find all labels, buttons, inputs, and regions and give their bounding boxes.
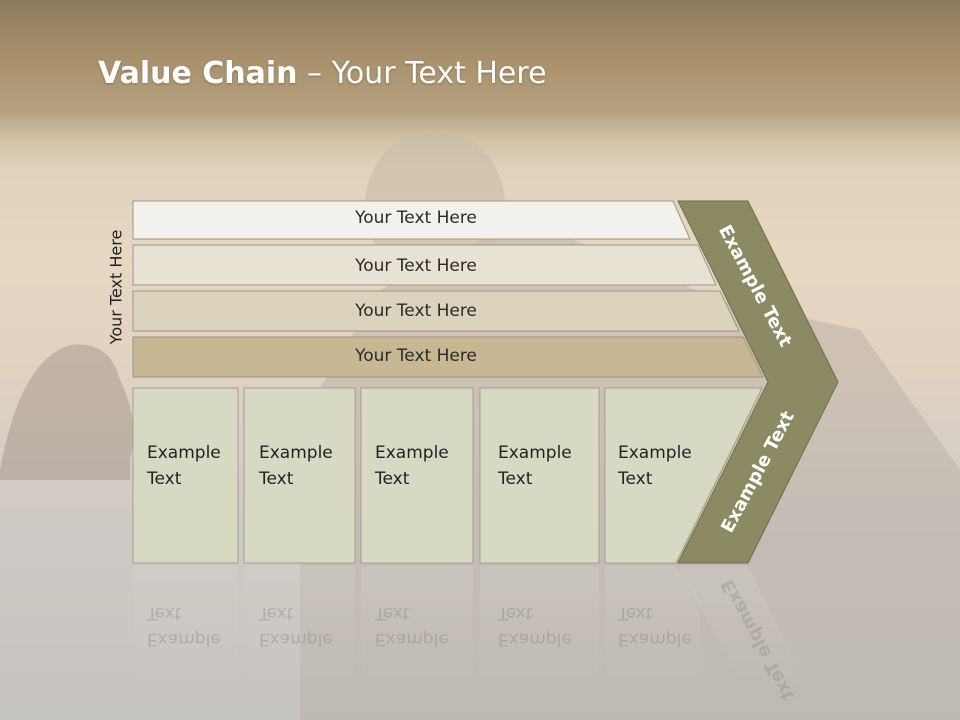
- title-rest: – Your Text Here: [297, 56, 547, 91]
- column-text-line2: Text: [259, 469, 294, 489]
- reflection-line1: Example: [259, 629, 333, 649]
- column-text-line1: Example: [259, 443, 333, 463]
- column-text-line2: Text: [375, 469, 410, 489]
- chevron-arrow: [677, 200, 839, 564]
- column-text-line1: Example: [375, 443, 449, 463]
- primary-column-4: [479, 387, 600, 564]
- title-bold: Value Chain: [98, 56, 298, 91]
- support-bar-3: [132, 290, 740, 332]
- column-text-line1: Example: [498, 443, 572, 463]
- reflection-line2: Text: [147, 603, 182, 623]
- primary-column-2: [243, 387, 356, 564]
- column-reflection-1: Example Text: [147, 600, 221, 652]
- reflection-line2: Text: [375, 603, 410, 623]
- column-text-line2: Text: [618, 469, 653, 489]
- column-reflection-2: Example Text: [259, 600, 333, 652]
- reflection-line1: Example: [618, 629, 692, 649]
- column-reflection-3: Example Text: [375, 600, 449, 652]
- primary-column-3: [360, 387, 474, 564]
- column-text-line2: Text: [498, 469, 533, 489]
- bar-label-2: Your Text Here: [355, 256, 477, 276]
- column-reflection-4: Example Text: [498, 600, 572, 652]
- support-bar-4: [132, 336, 764, 378]
- column-text-line1: Example: [618, 443, 692, 463]
- bar-label-1: Your Text Here: [355, 208, 477, 228]
- support-bar-1: [132, 200, 691, 240]
- primary-column-1: [132, 387, 239, 564]
- primary-column-5: [604, 387, 763, 564]
- reflection-line2: Text: [618, 603, 653, 623]
- reflection-line1: Example: [375, 629, 449, 649]
- column-reflection-5: Example Text: [618, 600, 692, 652]
- reflection-line2: Text: [259, 603, 294, 623]
- bar-label-3: Your Text Here: [355, 301, 477, 321]
- tree-silhouette: [0, 344, 134, 480]
- reflection-line1: Example: [147, 629, 221, 649]
- support-bar-2: [132, 244, 717, 286]
- bar-label-4: Your Text Here: [355, 346, 477, 366]
- slide-title: Value Chain – Your Text Here: [98, 56, 547, 91]
- reflection: [133, 566, 810, 696]
- reflection-line1: Example: [498, 629, 572, 649]
- column-text-line1: Example: [147, 443, 221, 463]
- reflection-line2: Text: [498, 603, 533, 623]
- column-text-line2: Text: [147, 469, 182, 489]
